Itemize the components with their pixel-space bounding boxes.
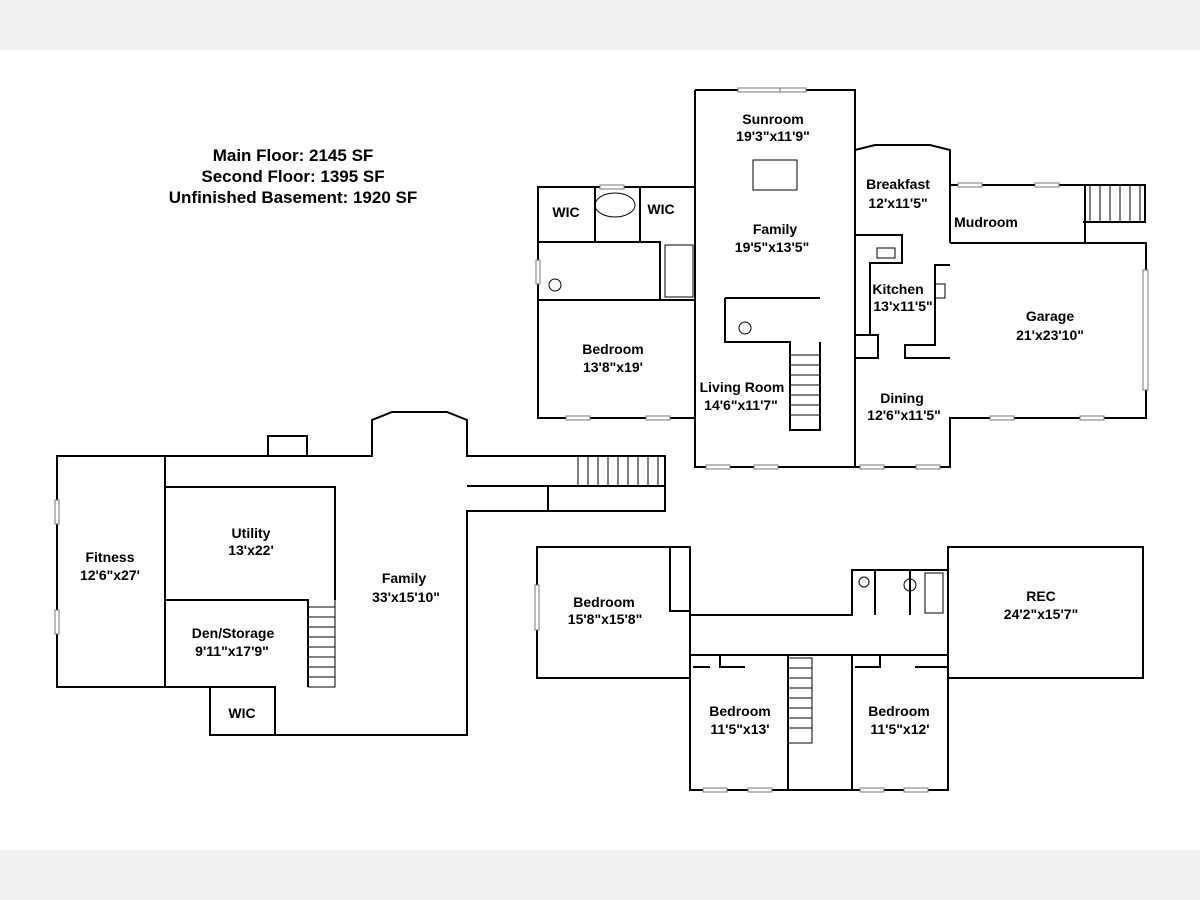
second-floor-plan <box>534 546 1144 793</box>
room-size: 12'x11'5" <box>868 195 927 211</box>
main-floor-area: Main Floor: 2145 SF <box>213 146 374 165</box>
room-name: Bedroom <box>868 703 929 719</box>
room-size: 19'3"x11'9" <box>736 128 810 144</box>
room-size: 11'5"x13' <box>710 721 769 737</box>
bottom-margin-band <box>0 850 1200 900</box>
room-name: Kitchen <box>872 281 923 297</box>
toilet-icon <box>903 578 917 592</box>
room-name: Bedroom <box>709 703 770 719</box>
room-name: Family <box>382 570 427 586</box>
room-size: 11'5"x12' <box>870 721 929 737</box>
fireplace-icon <box>752 159 798 191</box>
room-name: Living Room <box>700 379 785 395</box>
basement-area: Unfinished Basement: 1920 SF <box>169 188 417 207</box>
area-summary: Main Floor: 2145 SF Second Floor: 1395 S… <box>169 146 417 207</box>
room-size: 9'11"x17'9" <box>195 643 269 659</box>
shower-icon <box>664 244 694 298</box>
room-size: 21'x23'10" <box>1016 327 1084 343</box>
room-name: Bedroom <box>582 341 643 357</box>
sink-icon <box>876 247 896 259</box>
toilet-icon <box>548 278 562 292</box>
room-size: 19'5"x13'5" <box>735 239 809 255</box>
room-name: Utility <box>232 525 271 541</box>
room-size: 13'8"x19' <box>583 359 643 375</box>
top-margin-band <box>0 0 1200 50</box>
second-floor-area: Second Floor: 1395 SF <box>201 167 384 186</box>
main-floor-labels: Sunroom 19'3"x11'9" Family 19'5"x13'5" B… <box>552 111 1084 423</box>
bathtub-icon <box>594 192 636 218</box>
room-size: 13'x22' <box>228 542 274 558</box>
room-name: WIC <box>228 705 255 721</box>
room-name: Family <box>753 221 798 237</box>
room-name: REC <box>1026 588 1056 604</box>
room-name: Fitness <box>85 549 134 565</box>
room-size: 14'6"x11'7" <box>704 397 778 413</box>
room-name: Garage <box>1026 308 1074 324</box>
room-name: WIC <box>552 204 579 220</box>
room-size: 33'x15'10" <box>372 589 440 605</box>
second-floor-labels: Bedroom 15'8"x15'8" REC 24'2"x15'7" Bedr… <box>568 588 1078 737</box>
room-size: 12'6"x11'5" <box>867 407 941 423</box>
room-size: 24'2"x15'7" <box>1004 606 1078 622</box>
room-size: 15'8"x15'8" <box>568 611 642 627</box>
room-name: Sunroom <box>742 111 803 127</box>
room-name: WIC <box>647 201 674 217</box>
main-floor-plan <box>535 87 1149 470</box>
bathtub-icon <box>924 572 944 614</box>
room-size: 12'6"x27' <box>80 567 140 583</box>
room-name: Dining <box>880 390 924 406</box>
stove-icon <box>934 283 946 299</box>
room-name: Breakfast <box>866 176 930 192</box>
toilet-icon <box>738 321 752 335</box>
room-name: Den/Storage <box>192 625 275 641</box>
basement-labels: Fitness 12'6"x27' Utility 13'x22' Family… <box>80 525 440 721</box>
sink-icon <box>858 576 870 588</box>
basement-plan <box>54 411 666 736</box>
room-name: Bedroom <box>573 594 634 610</box>
room-size: 13'x11'5" <box>873 298 932 314</box>
room-name: Mudroom <box>954 214 1018 230</box>
